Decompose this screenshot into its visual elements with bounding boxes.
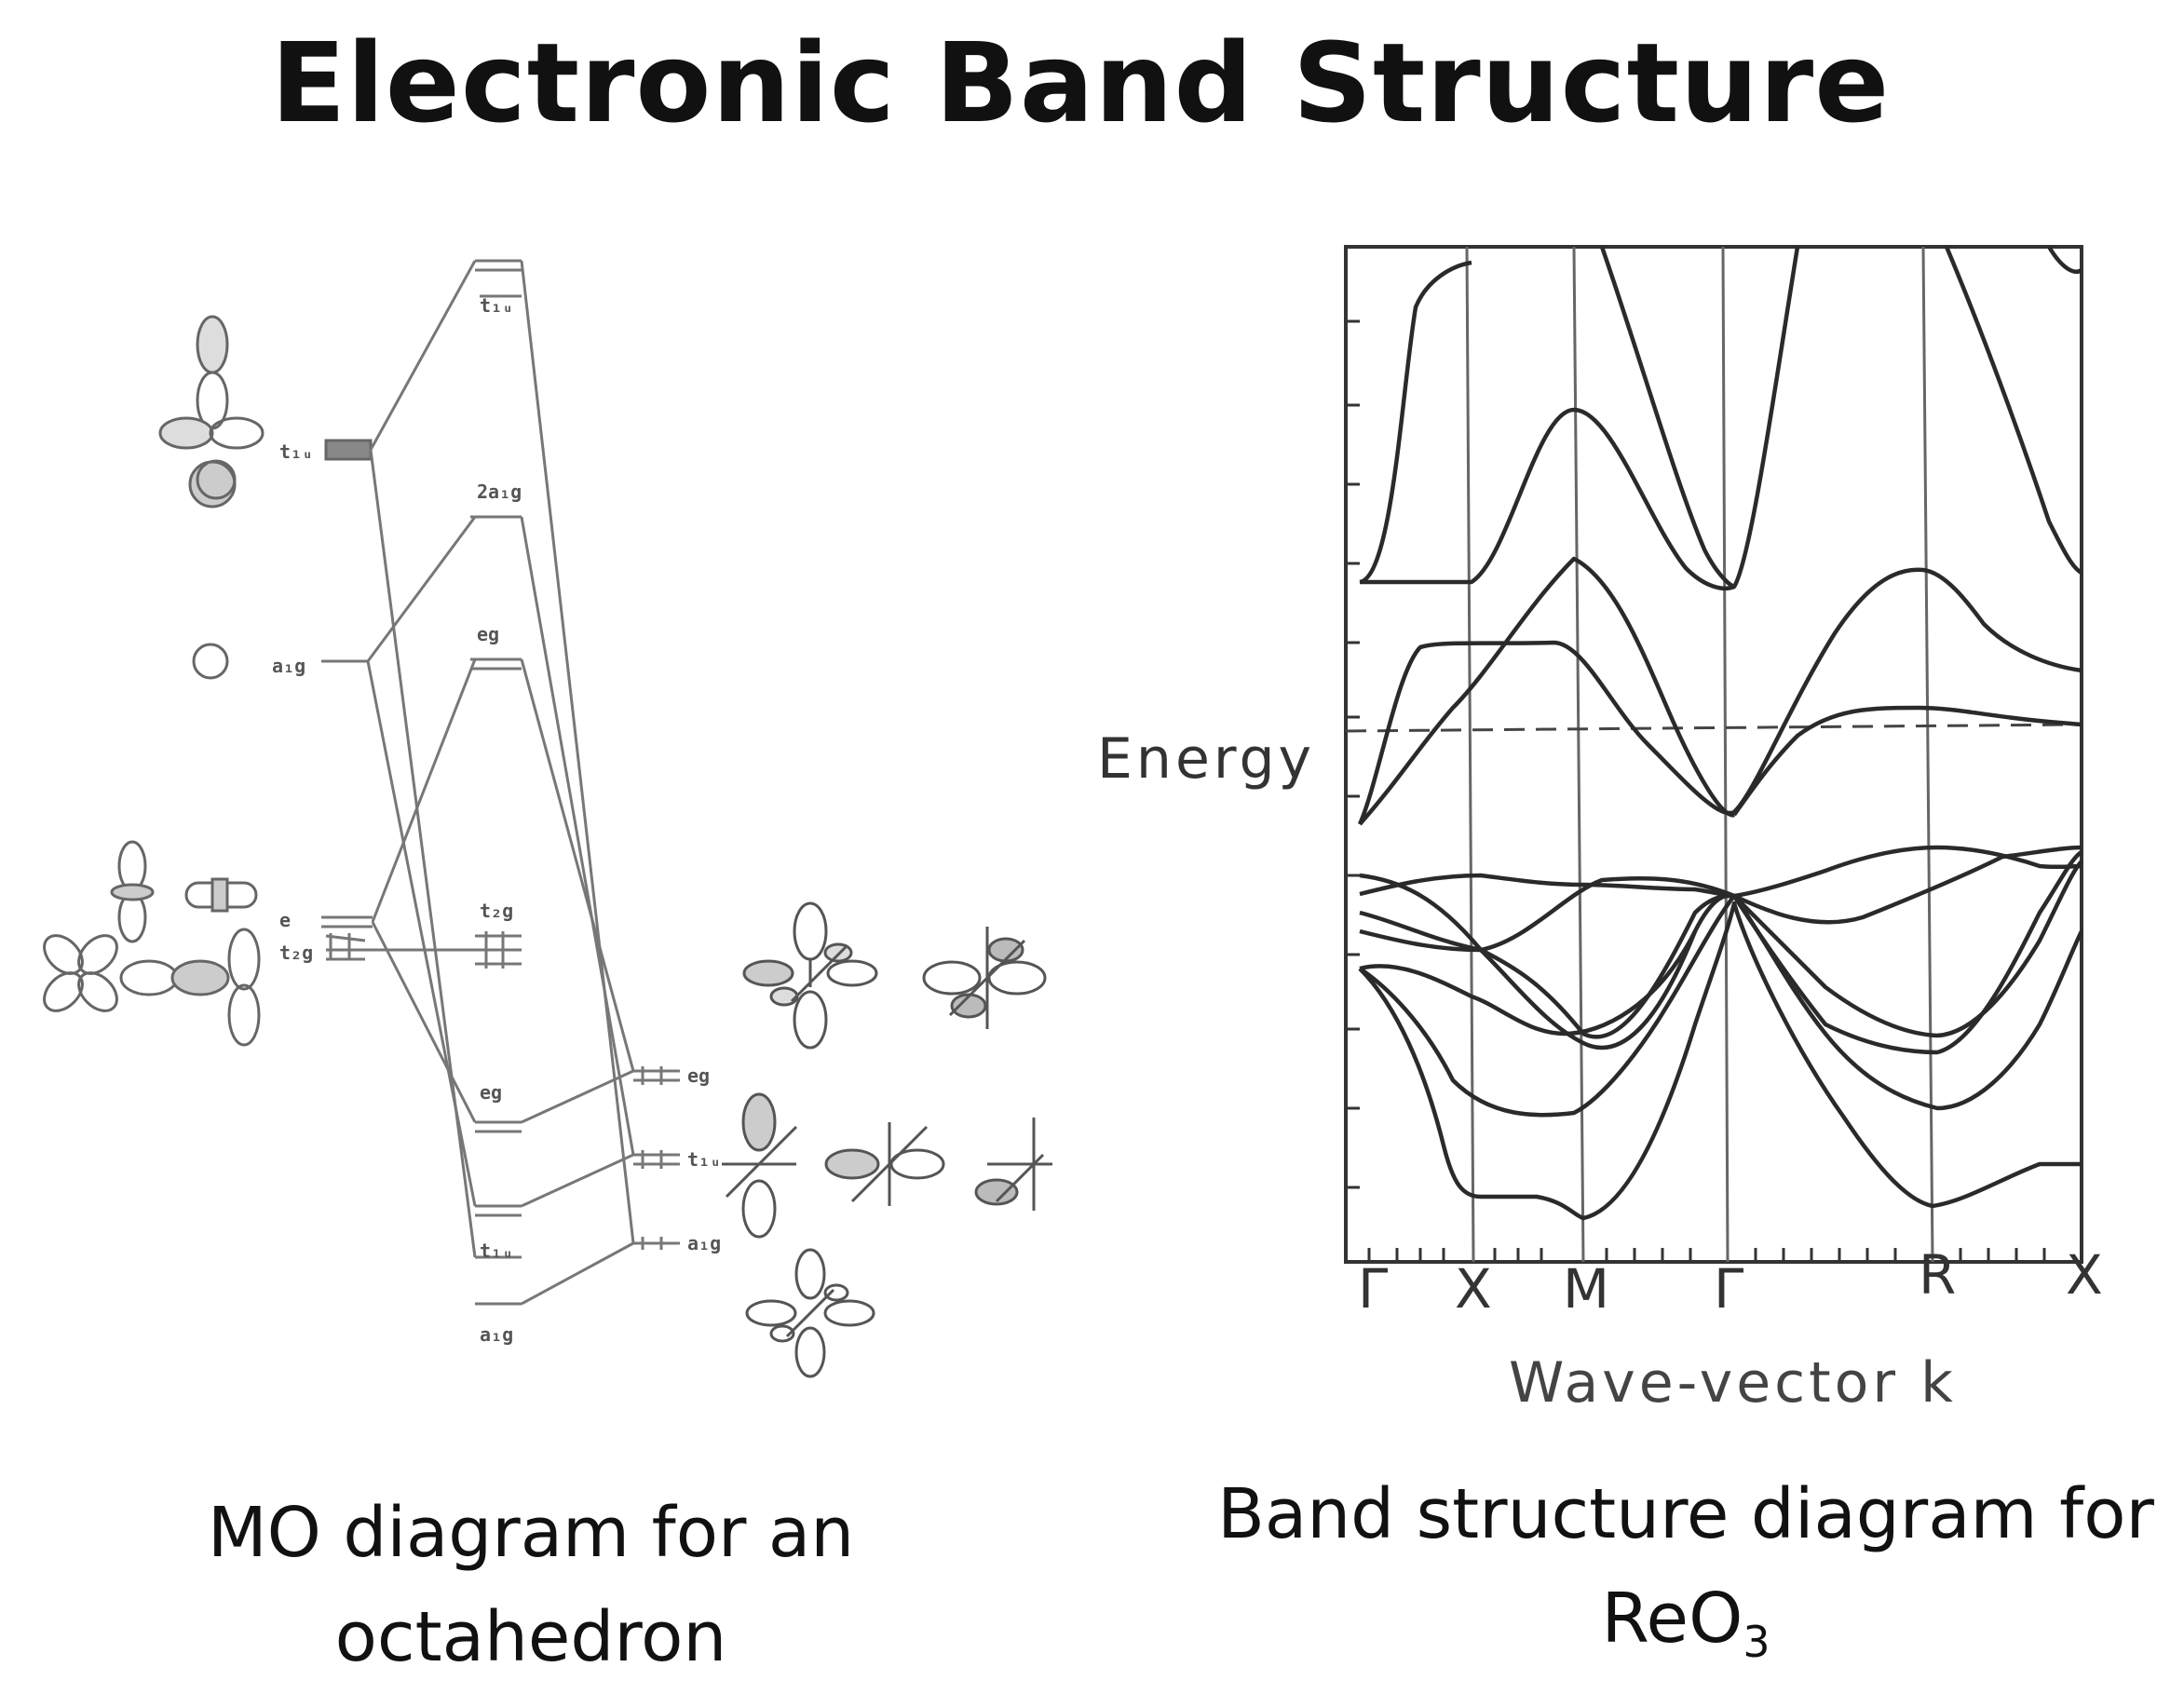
band-7 (1358, 556, 1735, 826)
k-label-x-2: X (2066, 1243, 2103, 1307)
mo-diagram: t₁ᵤ a₁g e t₂g t₁ᵤ 2a₁g eg t₂g eg t₁ᵤ a₁g… (43, 259, 1052, 1378)
svg-text:t₁ᵤ: t₁ᵤ (480, 1240, 513, 1262)
fermi-level-line (1345, 723, 2082, 733)
svg-text:a₁g: a₁g (272, 655, 305, 677)
k-label-r: R (1919, 1243, 1957, 1307)
k-label-gamma-2: Γ (1714, 1257, 1744, 1321)
band-13 (1359, 929, 1698, 1037)
y-axis-label: Energy (1097, 726, 1316, 792)
kline-m (1572, 246, 1585, 1263)
svg-text:a₁g: a₁g (480, 1323, 513, 1346)
svg-text:t₁ᵤ: t₁ᵤ (279, 440, 313, 463)
svg-text:t₁ᵤ: t₁ᵤ (687, 1148, 721, 1171)
svg-text:eg: eg (687, 1064, 710, 1087)
kline-gamma (1721, 246, 1730, 1263)
band-5 (2047, 245, 2083, 274)
kline-x (1465, 246, 1475, 1263)
band-3 (1599, 246, 1735, 590)
band-frame (1344, 245, 2083, 1264)
band-16 (1358, 901, 2082, 1221)
band-4 (1944, 246, 2083, 576)
svg-text:t₁ᵤ: t₁ᵤ (480, 294, 513, 317)
band-2 (1360, 246, 1800, 591)
band-1 (1359, 260, 1472, 585)
band-caption-main: Band structure diagram for (1217, 1474, 2154, 1554)
band-14 (1732, 860, 2083, 1038)
band-15 (1358, 893, 2084, 1118)
k-label-m: M (1563, 1257, 1610, 1321)
svg-text:a₁g: a₁g (687, 1232, 721, 1254)
x-axis-label: Wave-vector k (1509, 1350, 1957, 1416)
band-caption-formula: ReO3 (1601, 1579, 1770, 1667)
svg-text:e: e (279, 909, 291, 931)
svg-text:eg: eg (480, 1081, 502, 1104)
band-8 (1732, 705, 2082, 817)
svg-text:t₂g: t₂g (279, 942, 313, 964)
mo-diagram-caption: MO diagram for an octahedron (207, 1493, 855, 1677)
k-label-x-1: X (1455, 1257, 1492, 1321)
band-diagram-caption: Band structure diagram for ReO3 (1201, 1462, 2170, 1694)
svg-text:eg: eg (477, 623, 499, 645)
kline-r (1921, 246, 1934, 1263)
k-label-gamma-1: Γ (1358, 1257, 1389, 1321)
svg-text:t₂g: t₂g (480, 900, 513, 922)
page-title: Electronic Band Structure (270, 19, 1891, 147)
svg-text:2a₁g: 2a₁g (477, 481, 522, 503)
